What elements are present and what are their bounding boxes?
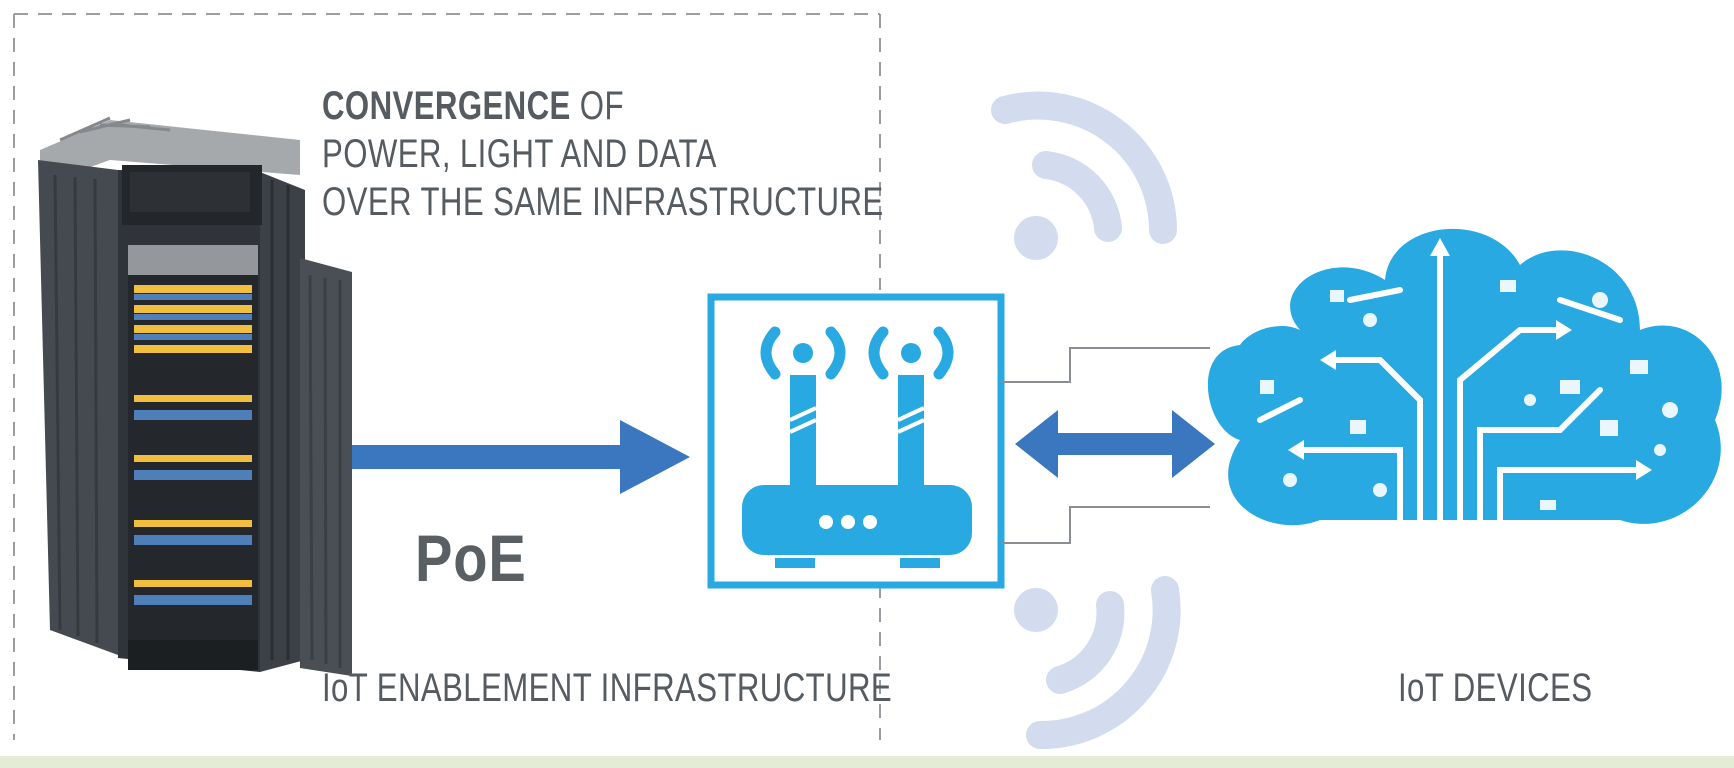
headline-line-1-rest: OF [570,84,624,128]
iot-cloud-icon [1207,228,1722,526]
devices-label: IoT DEVICES [1398,666,1593,710]
poe-arrow [352,420,690,494]
wifi-router-icon [707,293,1005,589]
bottom-band [0,756,1734,768]
dashed-frame [13,13,881,740]
server-rack-icon [38,116,352,676]
headline-bold: CONVERGENCE [322,84,571,128]
headline: CONVERGENCE OF POWER, LIGHT AND DATA OVE… [322,82,884,226]
headline-line-1: CONVERGENCE OF [322,82,884,130]
headline-line-2: POWER, LIGHT AND DATA [322,132,717,176]
wifi-wave-icon [991,91,1177,260]
wifi-wave-icon [1014,576,1181,750]
infrastructure-label: IoT ENABLEMENT INFRASTRUCTURE [322,666,893,710]
bidirectional-arrow [1015,410,1215,478]
connector-lines [1001,347,1210,544]
poe-label: PoE [415,521,527,595]
headline-line-3: OVER THE SAME INFRASTRUCTURE [322,180,884,224]
